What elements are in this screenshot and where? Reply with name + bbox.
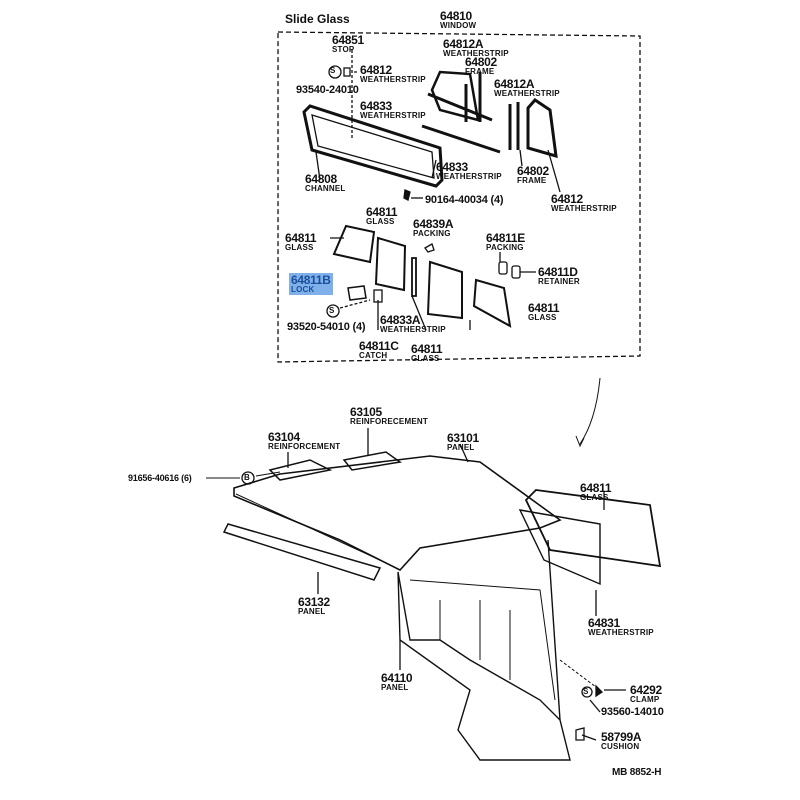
roof-panel-part: [233, 455, 562, 571]
rear-glass-part: [524, 489, 662, 568]
channel-part: [302, 104, 444, 188]
frame-part: [430, 70, 480, 122]
diagram-code: MB 8852-H: [612, 767, 662, 778]
s-fastener-icon: [328, 65, 342, 79]
front-panel-part: [222, 523, 382, 581]
fastener-label[interactable]: 91656-40616 (6): [128, 473, 192, 483]
glass-part: [332, 224, 376, 264]
section-title: Slide Glass: [285, 12, 350, 26]
lock-part: [347, 285, 367, 301]
fastener-label[interactable]: 93520-54010 (4): [287, 321, 366, 333]
s-symbol-icon: S: [329, 306, 335, 315]
b-symbol-icon: B: [244, 473, 250, 482]
fastener-label[interactable]: 93540-24010: [296, 84, 359, 96]
side-panel-part: [397, 571, 571, 761]
fastener-label[interactable]: 93560-14010: [601, 706, 664, 718]
slide-glass-group-box: [277, 31, 641, 363]
fastener-label[interactable]: 90164-40034 (4): [425, 194, 504, 206]
s-symbol-icon: S: [330, 66, 336, 75]
weatherstrip-part: [421, 124, 501, 154]
s-symbol-icon: S: [583, 687, 589, 696]
